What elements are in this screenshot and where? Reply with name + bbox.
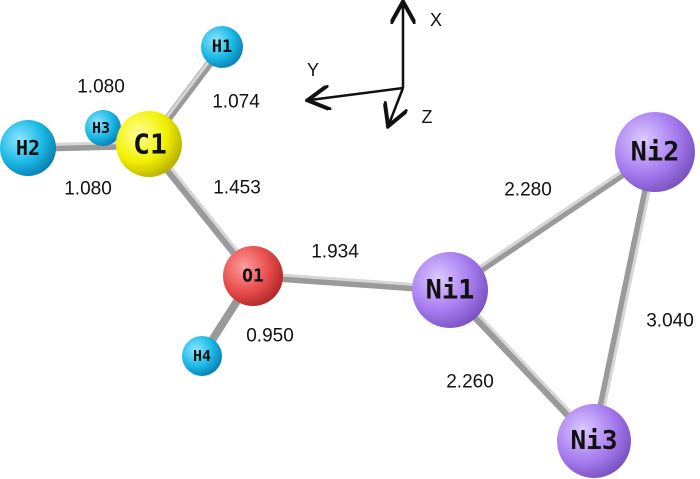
atom-h3: H3 (85, 110, 121, 146)
atom-ni1: Ni1 (412, 252, 488, 328)
atoms: H3 H1 H2 C1 O1 H4 Ni1 Ni2 Ni3 (0, 26, 695, 478)
y-axis-label: Y (307, 60, 319, 80)
svg-text:Ni1: Ni1 (426, 275, 475, 306)
svg-text:O1: O1 (242, 266, 264, 287)
bond-label-ni2-ni3: 3.040 (646, 311, 694, 332)
svg-text:H3: H3 (92, 119, 110, 137)
bond-length-labels: 1.080 1.074 1.080 1.453 1.934 0.950 2.28… (64, 77, 694, 393)
bond-label-o1-ni1: 1.934 (311, 242, 359, 263)
atom-o1: O1 (223, 246, 283, 306)
bond-label-c1-h2: 1.080 (64, 179, 112, 200)
bond-ni2-ni3 (590, 149, 658, 446)
svg-text:H4: H4 (193, 347, 211, 365)
bond-label-c1-h1: 1.074 (212, 92, 260, 113)
bond-ni1-ni2 (446, 149, 658, 294)
atom-ni2: Ni2 (615, 112, 695, 192)
x-axis-label: X (430, 10, 442, 30)
svg-text:C1: C1 (133, 128, 167, 161)
svg-text:Ni3: Ni3 (571, 426, 618, 456)
atom-c1: C1 (116, 111, 182, 177)
z-axis-label: Z (422, 107, 433, 127)
bond-label-ni1-ni3: 2.260 (446, 372, 494, 393)
atom-h1: H1 (201, 26, 243, 68)
svg-text:H1: H1 (212, 37, 232, 57)
axis-triad: X Y Z (307, 4, 442, 127)
bond-label-ni1-ni2: 2.280 (504, 180, 552, 201)
y-axis-arrow (310, 88, 404, 100)
z-axis-arrow (389, 87, 403, 124)
svg-text:Ni2: Ni2 (631, 137, 680, 168)
bond-label-o1-h4: 0.950 (246, 326, 294, 347)
atom-ni3: Ni3 (557, 404, 631, 478)
bond-label-c1-h3: 1.080 (77, 77, 125, 98)
atom-h2: H2 (0, 120, 56, 176)
atom-h4: H4 (182, 336, 222, 376)
bond-label-c1-o1: 1.453 (213, 178, 261, 199)
svg-text:H2: H2 (16, 136, 40, 160)
